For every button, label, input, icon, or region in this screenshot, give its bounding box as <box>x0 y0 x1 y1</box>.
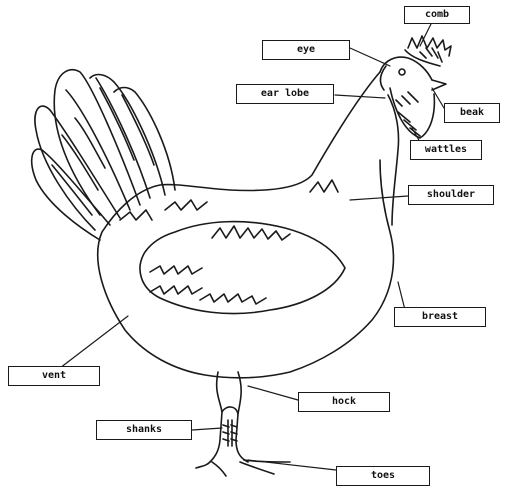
wing <box>120 180 345 314</box>
label-comb: comb <box>404 6 470 24</box>
head <box>380 36 451 138</box>
tail-feathers <box>32 70 175 240</box>
label-shoulder: shoulder <box>408 185 494 205</box>
label-eye: eye <box>262 40 350 60</box>
label-beak: beak <box>444 103 500 123</box>
legs <box>196 372 290 476</box>
label-shanks: shanks <box>96 420 192 440</box>
label-vent: vent <box>8 366 100 386</box>
label-wattles: wattles <box>410 140 482 160</box>
label-hock: hock <box>298 392 390 412</box>
body-outline <box>98 72 399 378</box>
label-toes: toes <box>336 466 430 486</box>
label-breast: breast <box>394 307 486 327</box>
label-ear-lobe: ear lobe <box>236 84 334 104</box>
